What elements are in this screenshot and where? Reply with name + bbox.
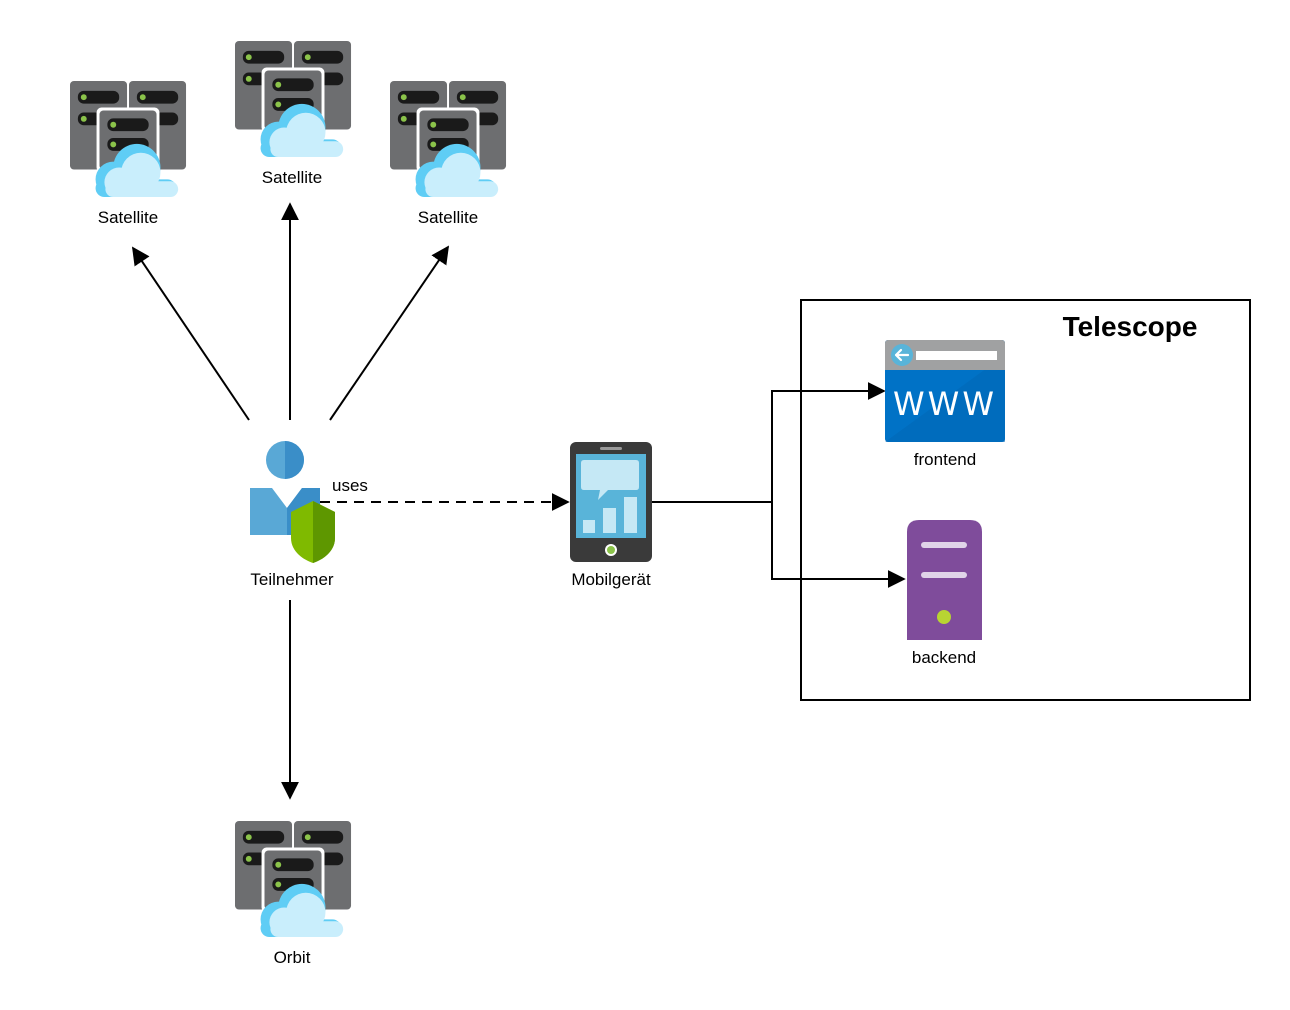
group-telescope-frame [800, 299, 1251, 701]
node-label-satellite-left: Satellite [98, 208, 158, 227]
web-browser-www-icon: WWW [885, 340, 1005, 442]
node-label-backend: backend [912, 648, 976, 667]
edge-mobile-frontend [652, 382, 886, 503]
node-participant[interactable]: Teilnehmer [250, 441, 335, 589]
node-orbit[interactable]: Orbit [235, 821, 352, 967]
node-mobile[interactable]: Mobilgerät [570, 442, 652, 589]
node-satellite-center[interactable]: Satellite [235, 41, 352, 187]
node-label-orbit: Orbit [274, 948, 311, 967]
www-text: WWW [893, 385, 997, 423]
node-frontend[interactable]: WWW frontend [885, 340, 1005, 469]
node-label-participant: Teilnehmer [250, 570, 333, 589]
edge-mobile-backend [771, 502, 906, 588]
server-cloud-icon [70, 81, 187, 198]
edge-participant-satellite-right [329, 245, 450, 421]
edge-participant-satellite-left [131, 246, 250, 421]
server-cloud-icon [235, 821, 352, 938]
edges: uses [131, 202, 906, 800]
server-cloud-icon [390, 81, 507, 198]
node-label-frontend: frontend [914, 450, 976, 469]
server-tower-icon [907, 520, 982, 640]
node-label-mobile: Mobilgerät [571, 570, 651, 589]
server-cloud-icon [235, 41, 352, 158]
node-satellite-right[interactable]: Satellite [390, 81, 507, 227]
node-label-satellite-center: Satellite [262, 168, 322, 187]
group-telescope-title: Telescope [1063, 311, 1198, 342]
user-shield-icon [250, 441, 335, 563]
node-satellite-left[interactable]: Satellite [70, 81, 187, 227]
node-backend[interactable]: backend [907, 520, 982, 667]
group-telescope: Telescope [800, 299, 1251, 701]
tablet-chart-icon [570, 442, 652, 562]
edge-label-uses: uses [332, 476, 368, 495]
node-label-satellite-right: Satellite [418, 208, 478, 227]
